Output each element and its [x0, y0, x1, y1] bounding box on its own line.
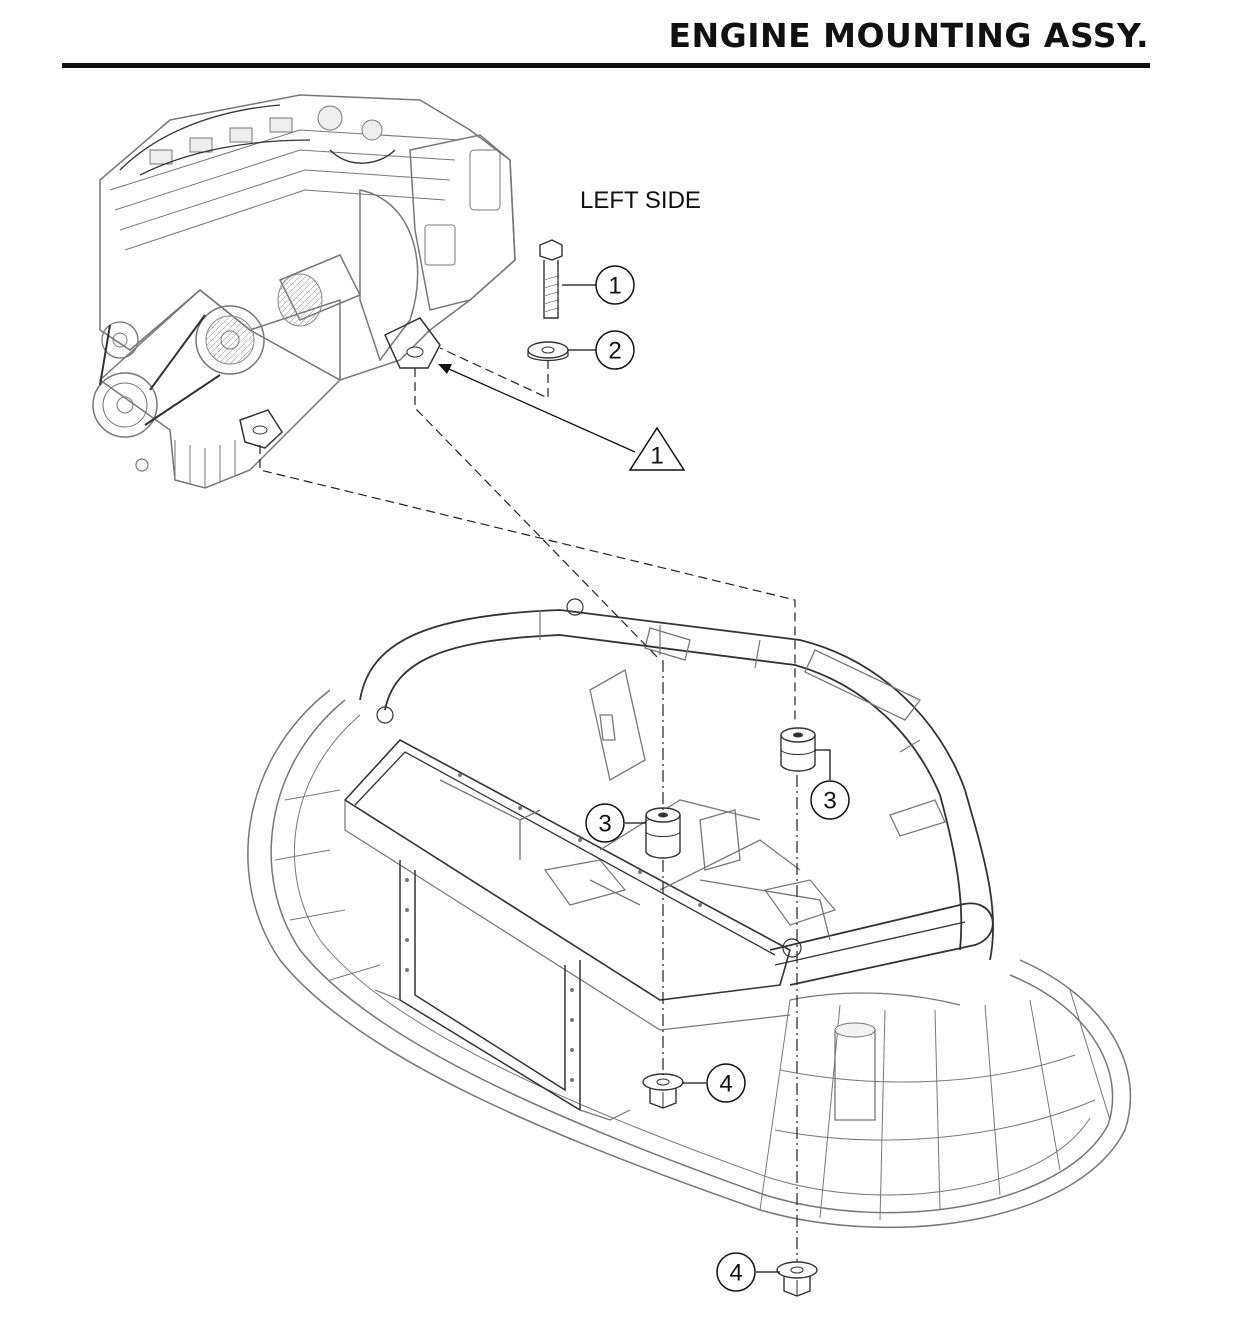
- callout-number: 4: [729, 1260, 742, 1287]
- callout-number: 2: [608, 338, 621, 365]
- washer-part: [527, 341, 569, 362]
- isolator-mount-part: [780, 727, 816, 772]
- note-number: 1: [650, 443, 663, 470]
- callout-number: 1: [608, 273, 621, 300]
- flange-nut-part: [642, 1073, 684, 1109]
- callout-1: 1: [595, 265, 635, 305]
- callout-number: 4: [719, 1071, 732, 1098]
- engine-illustration: [92, 94, 516, 489]
- callout-3b: 3: [810, 780, 850, 820]
- callout-4a: 4: [706, 1063, 746, 1103]
- leader-lines: [439, 284, 831, 1273]
- note-triangle: 1: [628, 426, 686, 471]
- callout-4b: 4: [716, 1252, 756, 1292]
- isolator-mount-part: [645, 807, 681, 859]
- note-arrowhead: [438, 364, 452, 374]
- callout-number: 3: [598, 811, 611, 838]
- flange-nut-part: [776, 1261, 818, 1297]
- view-label: LEFT SIDE: [580, 187, 701, 214]
- bolt-part: [539, 239, 563, 319]
- assembly-lines: [259, 347, 798, 1262]
- page-title: ENGINE MOUNTING ASSY.: [668, 16, 1149, 55]
- callout-2: 2: [595, 330, 635, 370]
- callout-3a: 3: [585, 803, 625, 843]
- title-rule: [62, 63, 1150, 68]
- callout-number: 3: [823, 788, 836, 815]
- chassis-frame-illustration: [247, 598, 1132, 1229]
